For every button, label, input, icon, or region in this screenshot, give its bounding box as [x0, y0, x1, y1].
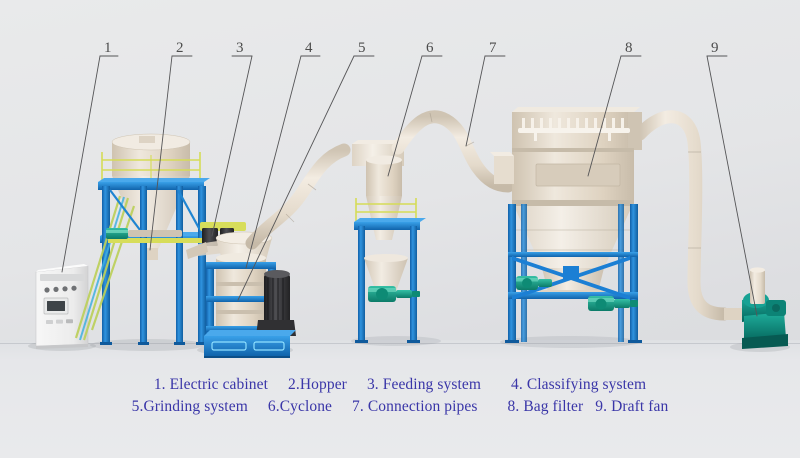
legend-item-4-num: 4. — [511, 376, 523, 393]
legend-item-8: 8. Bag filter — [508, 396, 584, 418]
legend-item-7: 7. Connection pipes — [352, 396, 477, 418]
callout-number-7: 7 — [489, 40, 497, 56]
legend-item-1-text: Electric cabinet — [165, 376, 269, 393]
legend-item-7-num: 7. — [352, 398, 364, 415]
legend-item-5-text: Grinding system — [143, 398, 248, 415]
cyclone-equipment — [352, 140, 426, 343]
callout-number-4: 4 — [305, 40, 313, 56]
legend-line-2: 5.Grinding system 6.Cyclone 7. Connection … — [0, 396, 800, 418]
legend-item-6-text: Cyclone — [279, 398, 333, 415]
callout-number-6: 6 — [426, 40, 434, 56]
electric-cabinet-equipment — [35, 264, 89, 349]
legend-item-1: 1. Electric cabinet — [154, 374, 268, 396]
draft-fan-equipment — [742, 267, 788, 349]
legend-item-7-text: Connection pipes — [363, 398, 478, 415]
pipe-mill-to-cyclone — [245, 143, 351, 250]
legend-item-1-num: 1. — [153, 376, 166, 393]
legend-item-6-num: 6. — [267, 398, 280, 415]
callout-leader-lines — [61, 55, 758, 317]
legend-item-8-text: Bag filter — [519, 398, 584, 415]
callout-number-5: 5 — [358, 40, 366, 56]
horizon-line — [0, 343, 800, 344]
legend-item-5-num: 5. — [131, 398, 144, 415]
legend-item-3-text: Feeding system — [378, 376, 482, 393]
callout-number-3: 3 — [236, 40, 244, 56]
filter-rotary-valve-left — [516, 276, 552, 290]
pulse-valve-row — [522, 118, 624, 129]
grinding-system-equipment — [204, 231, 296, 358]
hopper-handrail — [101, 152, 201, 182]
legend-item-3-num: 3. — [366, 376, 379, 393]
legend-item-9: 9. Draft fan — [595, 396, 668, 418]
legend-item-2: 2.Hopper — [288, 374, 347, 396]
legend-item-5: 5.Grinding system — [132, 396, 248, 418]
legend-item-8-num: 8. — [507, 398, 520, 415]
legend-item-9-num: 9. — [595, 398, 608, 415]
pipe-cyclone-to-filter — [391, 110, 515, 193]
bag-filter-equipment — [490, 107, 642, 343]
legend-item-6: 6.Cyclone — [268, 396, 332, 418]
legend-item-9-text: Draft fan — [607, 398, 669, 415]
legend-line-1: 1. Electric cabinet 2.Hopper 3. Feeding sy… — [0, 374, 800, 396]
filter-rotary-valve-right — [588, 296, 638, 311]
callout-number-9: 9 — [711, 40, 719, 56]
legend-item-4: 4. Classifying system — [511, 374, 646, 396]
callout-number-1: 1 — [104, 40, 112, 56]
pipe-filter-to-fan — [633, 110, 731, 321]
callout-number-2: 2 — [176, 40, 184, 56]
ground-plane — [0, 340, 800, 458]
legend-item-2-text: Hopper — [299, 376, 347, 393]
hopper-equipment — [74, 133, 212, 345]
callout-number-8: 8 — [625, 40, 633, 56]
legend-item-4-text: Classifying system — [522, 376, 647, 393]
legend-item-3: 3. Feeding system — [367, 374, 481, 396]
legend: 1. Electric cabinet 2.Hopper 3. Feeding sy… — [0, 374, 800, 418]
bag-filter-frame — [505, 204, 642, 343]
legend-item-2-num: 2. — [288, 376, 300, 393]
